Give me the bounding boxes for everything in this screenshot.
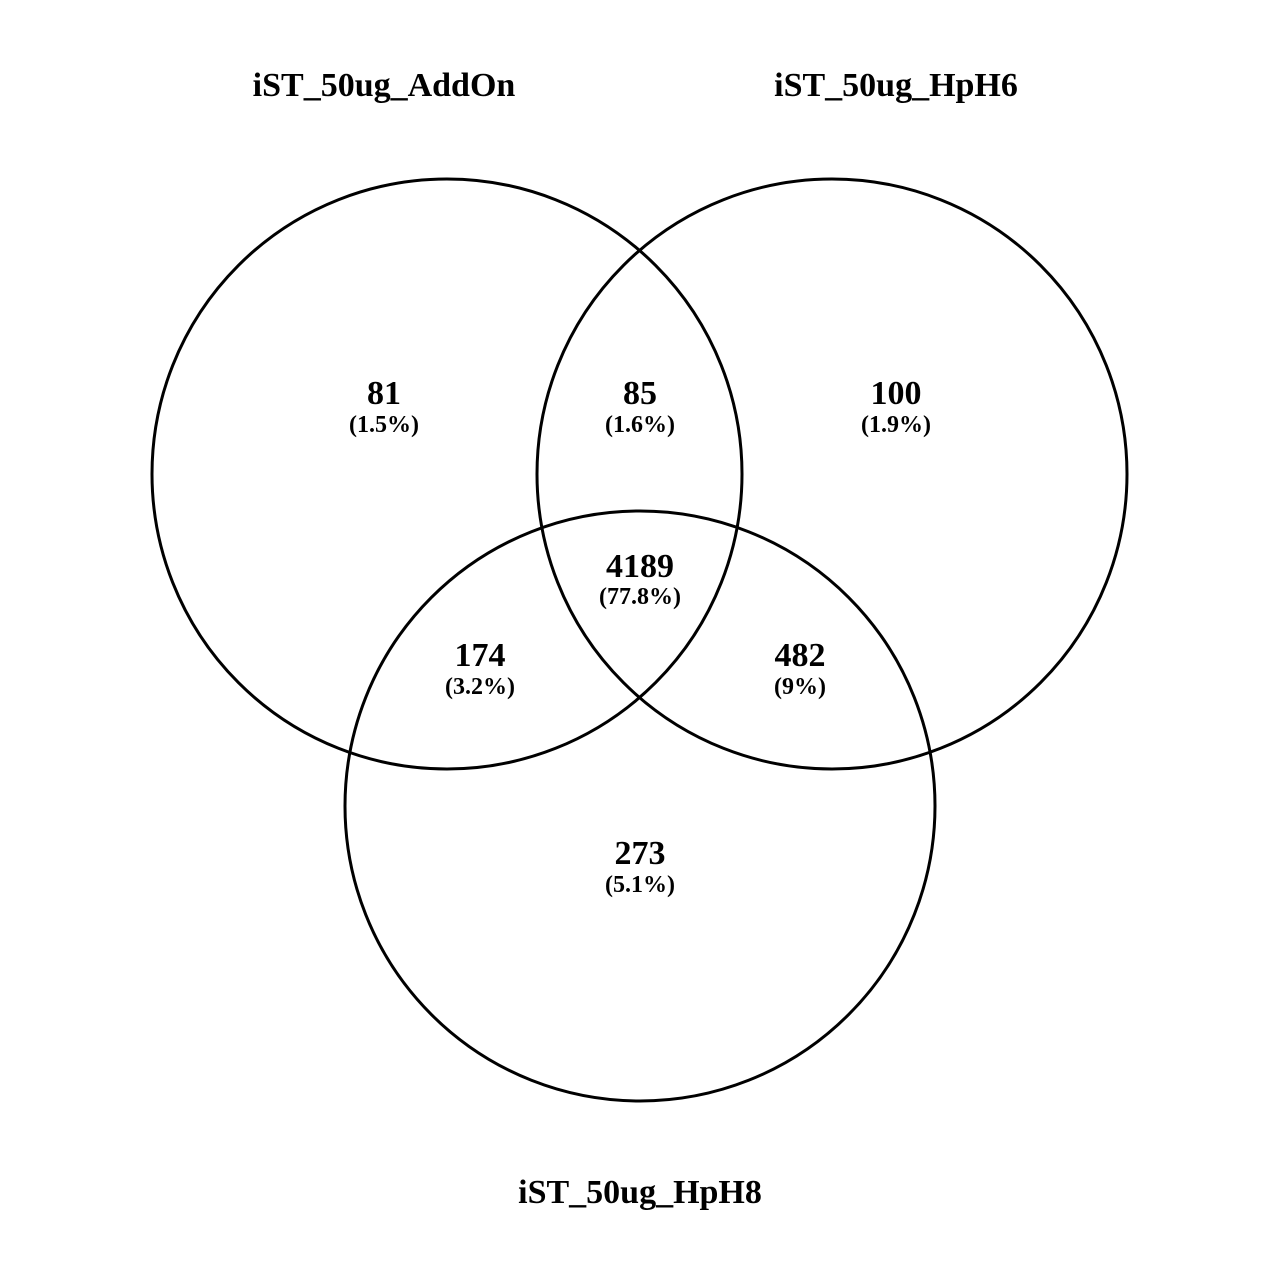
region-percent-hph6-only: (1.9%) xyxy=(861,412,931,438)
region-count-hph8-only: 273 xyxy=(615,835,666,872)
region-percent-addon-hph6: (1.6%) xyxy=(605,412,675,438)
region-count-addon-only: 81 xyxy=(367,375,401,412)
region-percent-hph8-only: (5.1%) xyxy=(605,872,675,898)
set-circle-addon xyxy=(150,177,744,771)
region-count-addon-hph6: 85 xyxy=(623,375,657,412)
region-percent-all-three: (77.8%) xyxy=(599,584,681,610)
region-percent-hph6-hph8: (9%) xyxy=(774,674,826,700)
region-count-hph6-only: 100 xyxy=(871,375,922,412)
set-label-hph8: iST_50ug_HpH8 xyxy=(518,1174,762,1211)
set-label-addon: iST_50ug_AddOn xyxy=(253,67,516,104)
region-count-addon-hph8: 174 xyxy=(455,637,506,674)
region-count-hph6-hph8: 482 xyxy=(775,637,826,674)
set-circle-hph6 xyxy=(535,177,1129,771)
region-count-all-three: 4189 xyxy=(606,548,674,585)
region-percent-addon-hph8: (3.2%) xyxy=(445,674,515,700)
set-circle-hph8 xyxy=(343,509,937,1103)
set-label-hph6: iST_50ug_HpH6 xyxy=(774,67,1018,104)
region-percent-addon-only: (1.5%) xyxy=(349,412,419,438)
